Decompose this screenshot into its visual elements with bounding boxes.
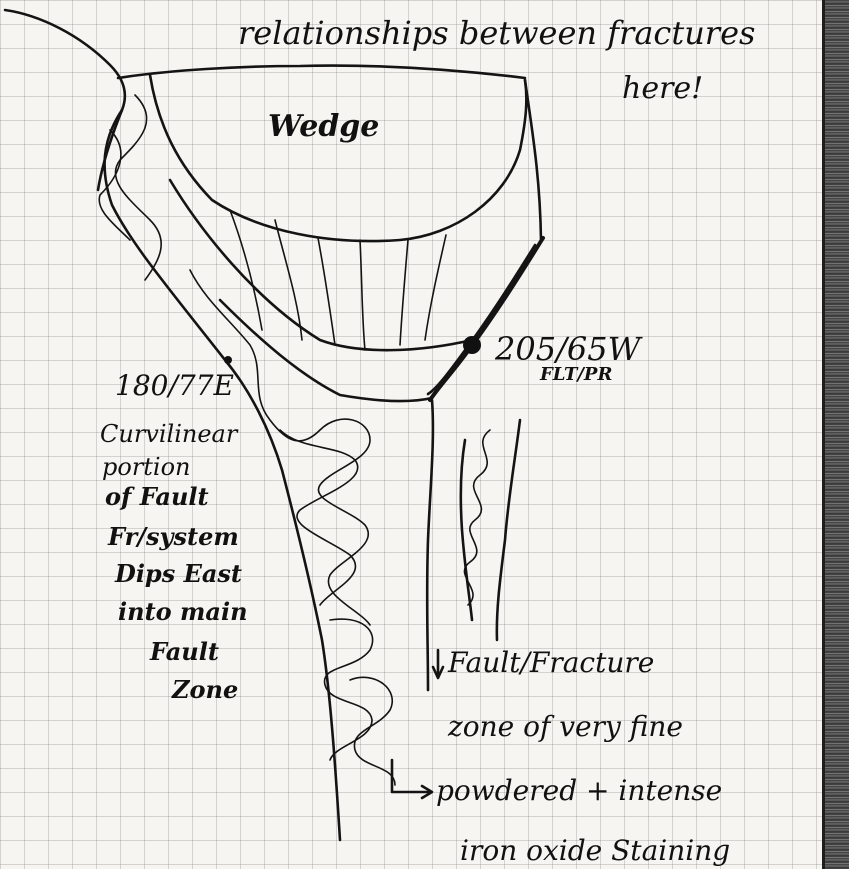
right-boundary	[525, 80, 541, 240]
curvilinear-fracture-2	[99, 130, 130, 240]
bottom-note-line2: zone of very fine	[447, 710, 683, 743]
wavy-loop-trace-2	[350, 677, 395, 785]
left-note-line3: of Fault	[105, 482, 209, 511]
wedge-top-boundary	[118, 66, 525, 78]
fault-zone-arrow-1	[433, 650, 443, 678]
topography-line	[5, 10, 125, 190]
left-measurement-point	[224, 356, 232, 364]
wedge-fracture-6	[425, 235, 446, 340]
wedge-label: Wedge	[268, 109, 379, 144]
bottom-note-line1: Fault/Fracture	[447, 646, 654, 679]
bottom-note-line4: iron oxide Staining	[460, 834, 730, 867]
measurement-right-line1: 205/65W	[494, 330, 644, 368]
wedge-fracture-5	[400, 240, 408, 345]
left-note-line2: portion	[102, 453, 191, 481]
header-note-line2: here!	[622, 71, 703, 106]
main-fault-line-double	[428, 245, 535, 394]
bottom-note-line3: powdered + intense	[436, 774, 722, 807]
wedge-fracture-4	[360, 240, 365, 350]
wedge-fracture-2	[275, 220, 302, 340]
fault-zone-right-boundary	[497, 420, 520, 640]
header-note-line1: relationships between fractures	[238, 14, 755, 52]
fault-zone-arrow-2	[392, 760, 432, 798]
wedge-outline	[150, 75, 526, 241]
measurement-right-line2: FLT/PR	[539, 364, 612, 385]
left-note-line5: Dips East	[114, 559, 242, 588]
fault-zone-wavy-fracture	[464, 430, 490, 605]
fault-measurement-point	[463, 336, 481, 354]
central-fault-trace	[427, 400, 433, 690]
left-note-line8: Zone	[171, 675, 238, 704]
left-note-line1: Curvilinear	[100, 420, 239, 448]
measurement-left: 180/77E	[115, 369, 234, 402]
left-note-line7: Fault	[149, 637, 219, 666]
left-note-line6: into main	[118, 597, 248, 626]
curvilinear-fracture-1	[115, 95, 161, 280]
wedge-fracture-1	[230, 210, 262, 330]
wedge-fracture-3	[318, 238, 335, 345]
left-note-line4: Fr/system	[107, 522, 239, 551]
curvilinear-fracture-4	[280, 430, 358, 605]
